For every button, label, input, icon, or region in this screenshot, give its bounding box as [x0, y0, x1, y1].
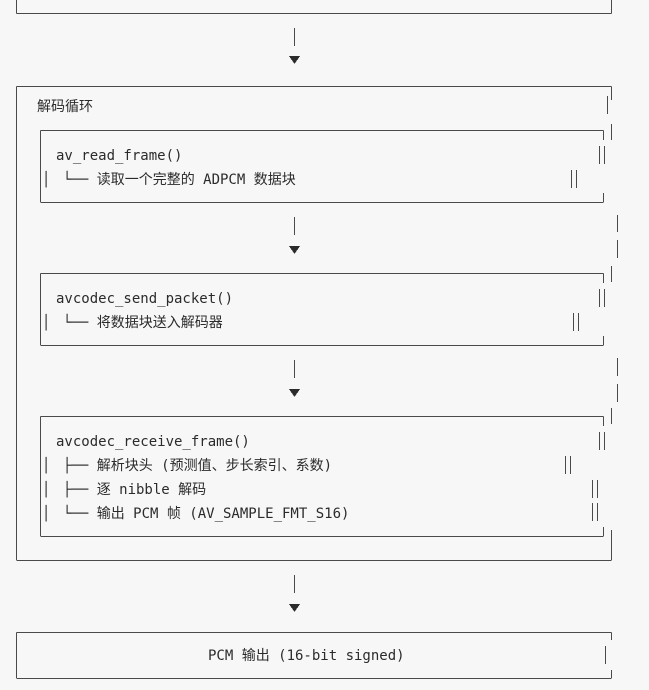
- step1-box-frame: [40, 130, 605, 203]
- output-label: PCM 输出 (16-bit signed): [208, 648, 405, 664]
- top-box-bottom-edge: [16, 0, 612, 14]
- tree-guide: │: [42, 458, 51, 474]
- connector-arrow-3: [289, 360, 300, 397]
- tree-guide: │: [42, 482, 51, 498]
- step3-detail-1: ├── 解析块头 (预测值、步长索引、系数): [63, 458, 333, 474]
- output-box-frame: [16, 632, 612, 679]
- connector-arrow-2: [289, 217, 300, 254]
- tree-guide: │: [42, 172, 51, 188]
- loop-title: 解码循环: [37, 99, 93, 115]
- tree-guide: │: [42, 506, 51, 522]
- step1-function: av_read_frame(): [56, 148, 183, 164]
- step3-detail-2: ├── 逐 nibble 解码: [63, 482, 207, 498]
- step3-box-frame: [40, 416, 605, 537]
- step3-function: avcodec_receive_frame(): [56, 434, 250, 450]
- loop-box-frame: [16, 86, 618, 561]
- tree-guide: │: [42, 315, 51, 331]
- step2-detail: └── 将数据块送入解码器: [63, 315, 223, 331]
- step1-detail: └── 读取一个完整的 ADPCM 数据块: [63, 172, 296, 188]
- connector-arrow-4: [289, 575, 300, 612]
- connector-arrow-1: [289, 28, 300, 64]
- step2-box-frame: [40, 273, 605, 346]
- step2-function: avcodec_send_packet(): [56, 291, 234, 307]
- step3-detail-3: └── 输出 PCM 帧 (AV_SAMPLE_FMT_S16): [63, 506, 350, 522]
